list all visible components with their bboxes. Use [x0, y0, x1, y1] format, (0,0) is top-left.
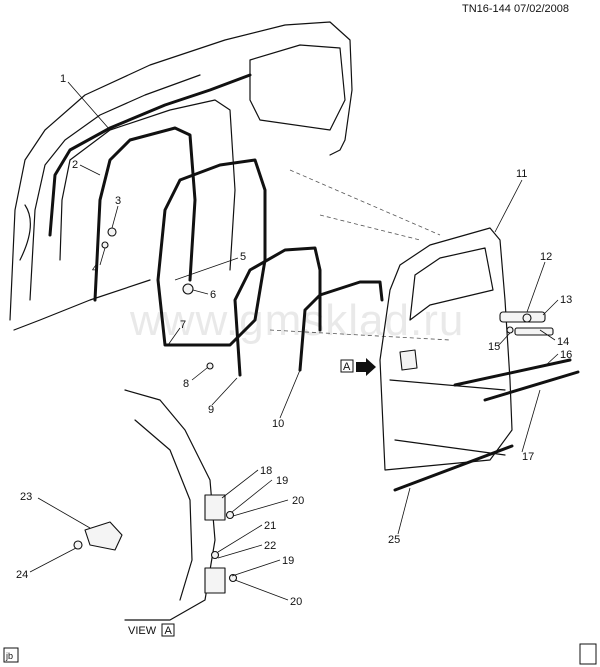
- callout-17: 17: [522, 451, 534, 463]
- callout-2: 2: [72, 159, 78, 171]
- view-marker: A: [341, 358, 376, 376]
- view-label: VIEW A: [128, 624, 174, 637]
- callout-7: 7: [180, 319, 186, 331]
- callout-3: 3: [115, 195, 121, 207]
- callout-4: 4: [92, 263, 98, 275]
- rocker-molding: [395, 446, 512, 490]
- callout-12: 12: [540, 251, 552, 263]
- corner-tag: jb: [5, 651, 13, 661]
- callout-25: 25: [388, 534, 400, 546]
- callout-8: 8: [183, 378, 189, 390]
- callout-13: 13: [560, 294, 572, 306]
- svg-text:VIEW: VIEW: [128, 625, 157, 637]
- callout-5: 5: [240, 251, 246, 263]
- callout-9: 9: [208, 404, 214, 416]
- callout-19: 19: [276, 475, 288, 487]
- door-handle: [500, 312, 553, 335]
- grommet: [183, 284, 193, 294]
- svg-text:A: A: [343, 361, 351, 373]
- screw: [207, 363, 213, 369]
- callout-19b: 19: [282, 555, 294, 567]
- callout-23: 23: [20, 491, 32, 503]
- callout-21: 21: [264, 520, 276, 532]
- callout-24: 24: [16, 569, 28, 581]
- hinge-detail: [74, 390, 237, 620]
- push-pin: [102, 242, 108, 248]
- callout-20b: 20: [290, 596, 302, 608]
- callout-18: 18: [260, 465, 272, 477]
- vehicle-body: [10, 22, 352, 330]
- door-molding-upper: [455, 360, 570, 385]
- retainer-clip: [108, 228, 116, 236]
- callout-6: 6: [210, 289, 216, 301]
- callout-15: 15: [488, 341, 500, 353]
- logo-box: [580, 644, 596, 664]
- callout-14: 14: [557, 336, 569, 348]
- callout-16: 16: [560, 349, 572, 361]
- callout-22: 22: [264, 540, 276, 552]
- callout-10: 10: [272, 418, 284, 430]
- svg-text:A: A: [165, 625, 173, 637]
- callout-1: 1: [60, 73, 66, 85]
- door-opening-weatherstrip: [95, 128, 195, 300]
- diagram-code: TN16-144 07/02/2008: [462, 3, 569, 15]
- callout-20: 20: [292, 495, 304, 507]
- callout-11: 11: [516, 168, 527, 180]
